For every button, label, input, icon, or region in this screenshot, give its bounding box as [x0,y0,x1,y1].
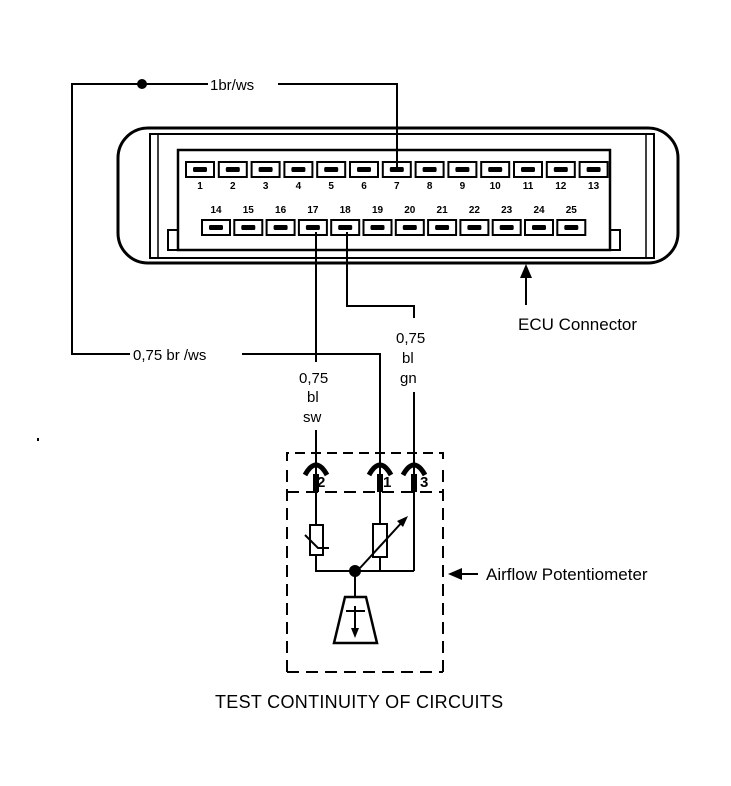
pin-number-label: 8 [427,181,433,192]
connector-pin-13: 13 [578,161,609,192]
connector-pin-25: 25 [556,205,587,236]
connector-pin-11: 11 [513,161,543,192]
airflow-potentiometer [286,452,444,673]
pin17-wire-color1: bl [307,389,319,406]
pin-number-label: 16 [275,205,287,216]
pin-number-label: 1 [197,181,203,192]
connector-pin-18: 18 [330,205,361,236]
pin-number-label: 22 [469,205,481,216]
connector-pin-8: 8 [414,161,445,192]
connector-pin-17: 17 [297,205,328,236]
junction-dot-top [137,79,147,89]
terminal-2-label: 2 [317,474,325,491]
connector-pin-15: 15 [233,205,264,236]
connector-pin-9: 9 [447,161,478,192]
pin-number-label: 24 [533,205,545,216]
pin-number-label: 12 [555,181,567,192]
connector-pin-3: 3 [250,161,281,192]
pin-number-label: 15 [243,205,255,216]
pin-number-label: 9 [460,181,466,192]
airflow-potentiometer-arrow [448,568,478,580]
connector-pin-24: 24 [524,205,554,236]
pin-number-label: 20 [404,205,416,216]
variable-resistor [359,516,408,569]
left-wire-label: 0,75 br /ws [133,347,206,364]
wire-pin18 [346,232,415,474]
top-wire-label: 1br/ws [210,77,254,94]
pin18-wire-color2: gn [400,370,417,387]
connector-pin-4: 4 [283,161,314,192]
connector-pin-2: 2 [217,161,248,192]
connector-pin-12: 12 [545,161,576,192]
connector-pin-16: 16 [265,205,296,236]
pin-number-label: 4 [296,181,302,192]
pin17-wire-gauge: 0,75 [299,370,328,387]
ecu-connector-label: ECU Connector [518,315,637,334]
terminal-2 [302,462,330,492]
pin-number-label: 10 [490,181,502,192]
pin-number-label: 23 [501,205,513,216]
connector-pin-10: 10 [480,161,511,192]
connector-pin-20: 20 [394,205,425,236]
terminal-3 [400,462,428,492]
terminal-1 [366,462,394,492]
pin-number-label: 14 [210,205,222,216]
terminal-3-label: 3 [420,474,428,491]
connector-pin-14: 14 [201,205,231,236]
pin-number-label: 13 [588,181,600,192]
stray-mark [37,438,39,441]
connector-pin-21: 21 [427,205,458,236]
airflow-potentiometer-label: Airflow Potentiometer [486,565,648,584]
pin-number-label: 17 [307,205,319,216]
pin18-wire-color1: bl [402,350,414,367]
pin-number-label: 19 [372,205,384,216]
airflow-flap-icon [332,595,379,645]
pin-number-label: 21 [437,205,449,216]
pin-number-label: 2 [230,181,236,192]
wire-br-ws [71,72,398,474]
pin-number-label: 6 [361,181,367,192]
pin17-wire-color2: sw [303,409,322,426]
connector-pin-19: 19 [362,205,393,236]
connector-pin-5: 5 [316,161,347,192]
bottom-pin-row: 14 15 16 17 18 19 20 21 22 23 24 25 [201,205,587,236]
connector-pin-23: 23 [491,205,522,236]
ecu-connector-arrow [520,264,532,305]
connector-pin-6: 6 [349,161,379,192]
thermistor-resistor [304,524,329,556]
diagram-caption: TEST CONTINUITY OF CIRCUITS [215,692,503,712]
pin18-wire-gauge: 0,75 [396,330,425,347]
pin-number-label: 18 [340,205,352,216]
terminal-1-label: 1 [383,474,391,491]
pin-number-label: 3 [263,181,269,192]
pin-number-label: 11 [523,181,534,192]
connector-pin-1: 1 [185,161,215,192]
pin-number-label: 5 [328,181,334,192]
pin-number-label: 25 [566,205,578,216]
pin-number-label: 7 [394,181,400,192]
connector-pin-22: 22 [459,205,490,236]
